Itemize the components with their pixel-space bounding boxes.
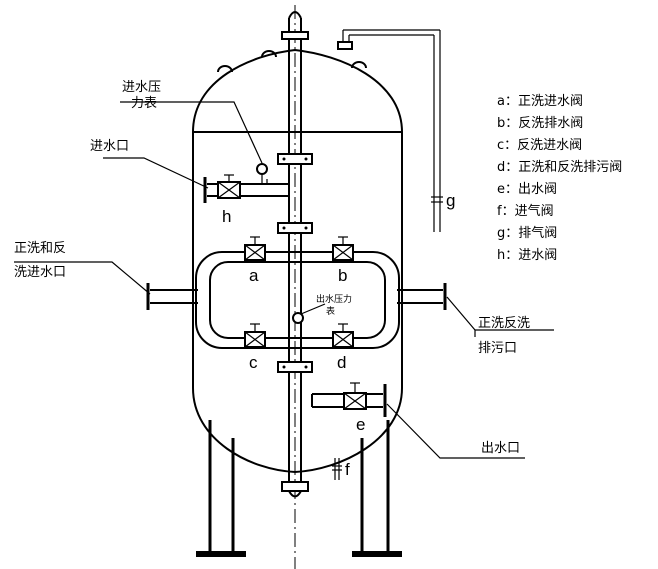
- valve-label-e: e: [356, 415, 365, 434]
- legend-item-e: e：出水阀: [497, 182, 557, 197]
- valve-b: [332, 236, 354, 261]
- inlet-pipe: [203, 163, 289, 203]
- lifting-lugs: [217, 50, 367, 73]
- legend-item-f: f：进气阀: [497, 203, 554, 219]
- valve-label-h: h: [222, 207, 231, 226]
- valve-label-a: a: [249, 266, 259, 285]
- legend: a：正洗进水阀 b：反洗排水阀 c：反洗进水阀 d：正洗和反洗排污阀 e：出水阀…: [497, 94, 622, 263]
- valve-label-b: b: [338, 266, 347, 285]
- valve-label-c: c: [249, 353, 258, 372]
- legend-item-g: g：排气阀: [497, 225, 557, 241]
- drain-pipe: [397, 283, 447, 310]
- support-legs: [196, 420, 402, 557]
- label-outlet-gauge-2: 表: [326, 305, 335, 317]
- legend-item-d: d：正洗和反洗排污阀: [497, 160, 622, 175]
- label-backwash-inlet-2: 洗进水口: [14, 265, 66, 280]
- valve-c: [244, 323, 266, 348]
- legend-item-b: b：反洗排水阀: [497, 116, 583, 131]
- valve-label-d: d: [337, 353, 346, 372]
- label-water-outlet: 出水口: [481, 441, 520, 456]
- valve-label-g: g: [446, 191, 455, 210]
- label-outlet-gauge-1: 出水压力: [316, 293, 352, 305]
- manifold-loop: [195, 251, 400, 349]
- valve-a: [244, 236, 266, 261]
- tank-shell: [192, 48, 403, 474]
- valve-label-f: f: [345, 460, 350, 479]
- label-inlet-gauge-2: 力表: [131, 96, 157, 111]
- label-inlet-gauge-1: 进水压: [122, 80, 161, 95]
- outlet-pressure-gauge: [292, 312, 304, 324]
- label-water-inlet: 进水口: [90, 139, 129, 154]
- exhaust-pipe: [337, 29, 443, 232]
- valve-d: [332, 323, 354, 348]
- outlet-pipe: [311, 382, 387, 417]
- legend-item-h: h：进水阀: [497, 248, 557, 263]
- leader-lines: [14, 101, 554, 459]
- air-inlet-valve: [332, 458, 342, 480]
- central-pipe: [277, 11, 313, 498]
- label-backwash-inlet-1: 正洗和反: [14, 241, 66, 256]
- legend-item-c: c：反洗进水阀: [497, 138, 582, 153]
- legend-item-a: a：正洗进水阀: [497, 94, 583, 109]
- backwash-inlet-pipe: [146, 283, 198, 310]
- label-drain-outlet-2: 排污口: [478, 341, 517, 356]
- label-drain-outlet-1: 正洗反洗: [478, 316, 530, 331]
